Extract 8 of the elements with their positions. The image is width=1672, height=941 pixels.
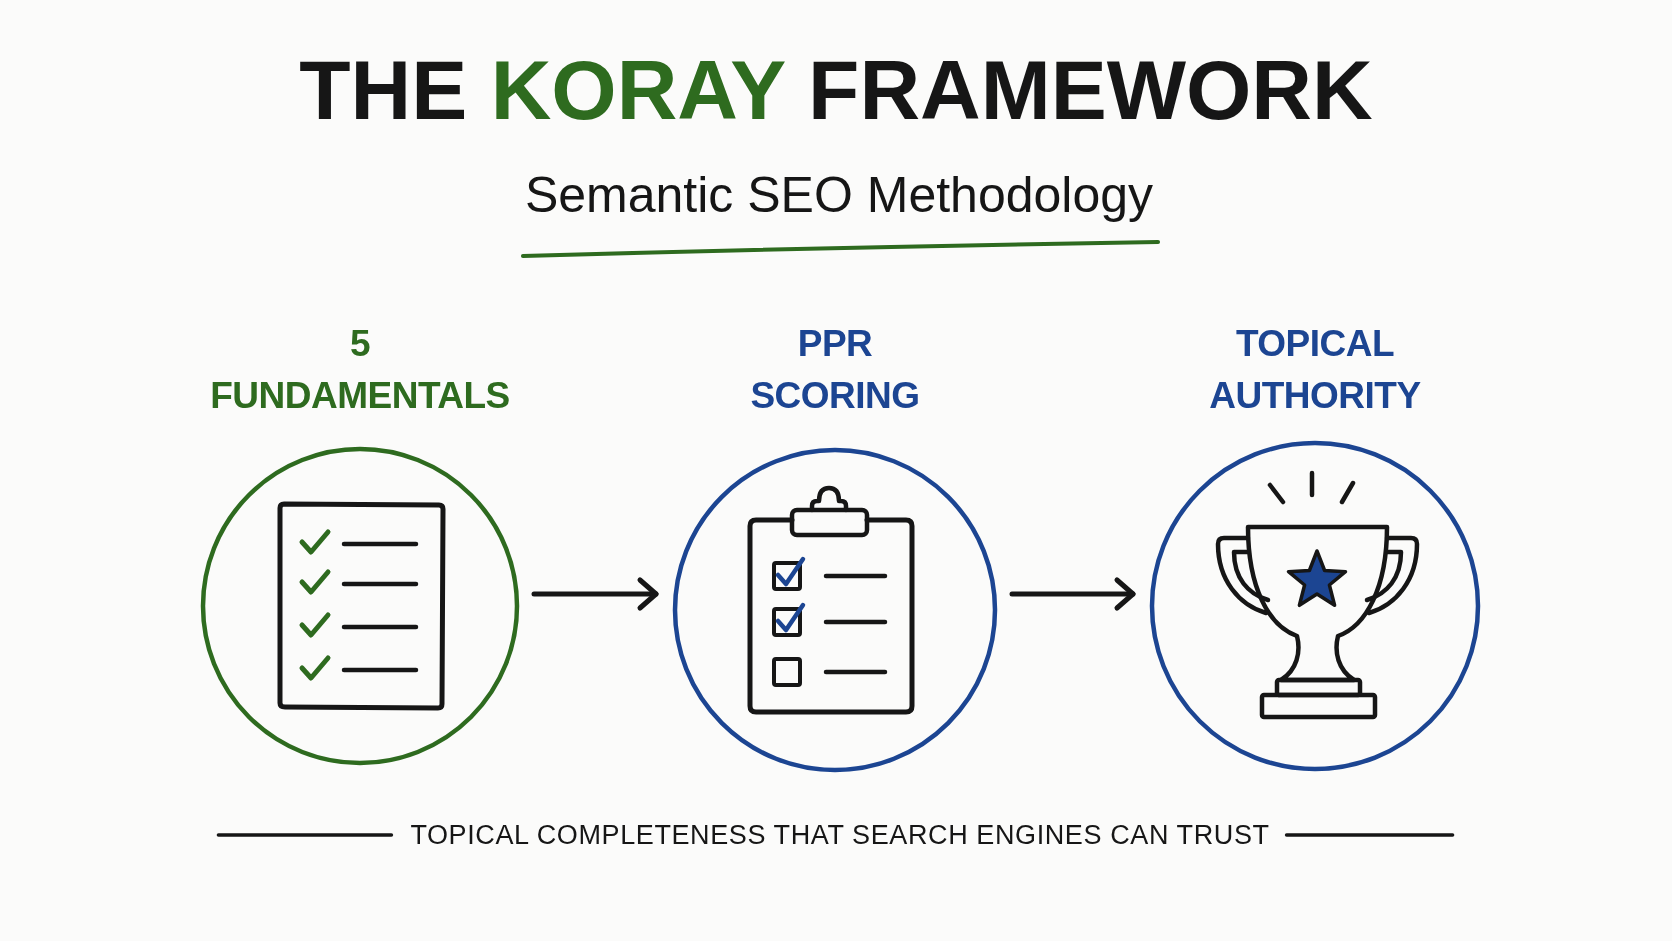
subtitle: Semantic SEO Methodology: [524, 166, 1154, 225]
tagline: TOPICAL COMPLETENESS THAT SEARCH ENGINES CAN TRUST: [410, 819, 1270, 852]
step-heading: TOPICAL AUTHORITY: [1208, 322, 1422, 418]
arrow: [531, 577, 659, 611]
step-heading: 5 FUNDAMENTALS: [209, 322, 511, 418]
step-heading: PPR SCORING: [749, 322, 921, 418]
title: THE KORAY FRAMEWORK: [299, 42, 1373, 139]
arrow: [1009, 577, 1136, 611]
